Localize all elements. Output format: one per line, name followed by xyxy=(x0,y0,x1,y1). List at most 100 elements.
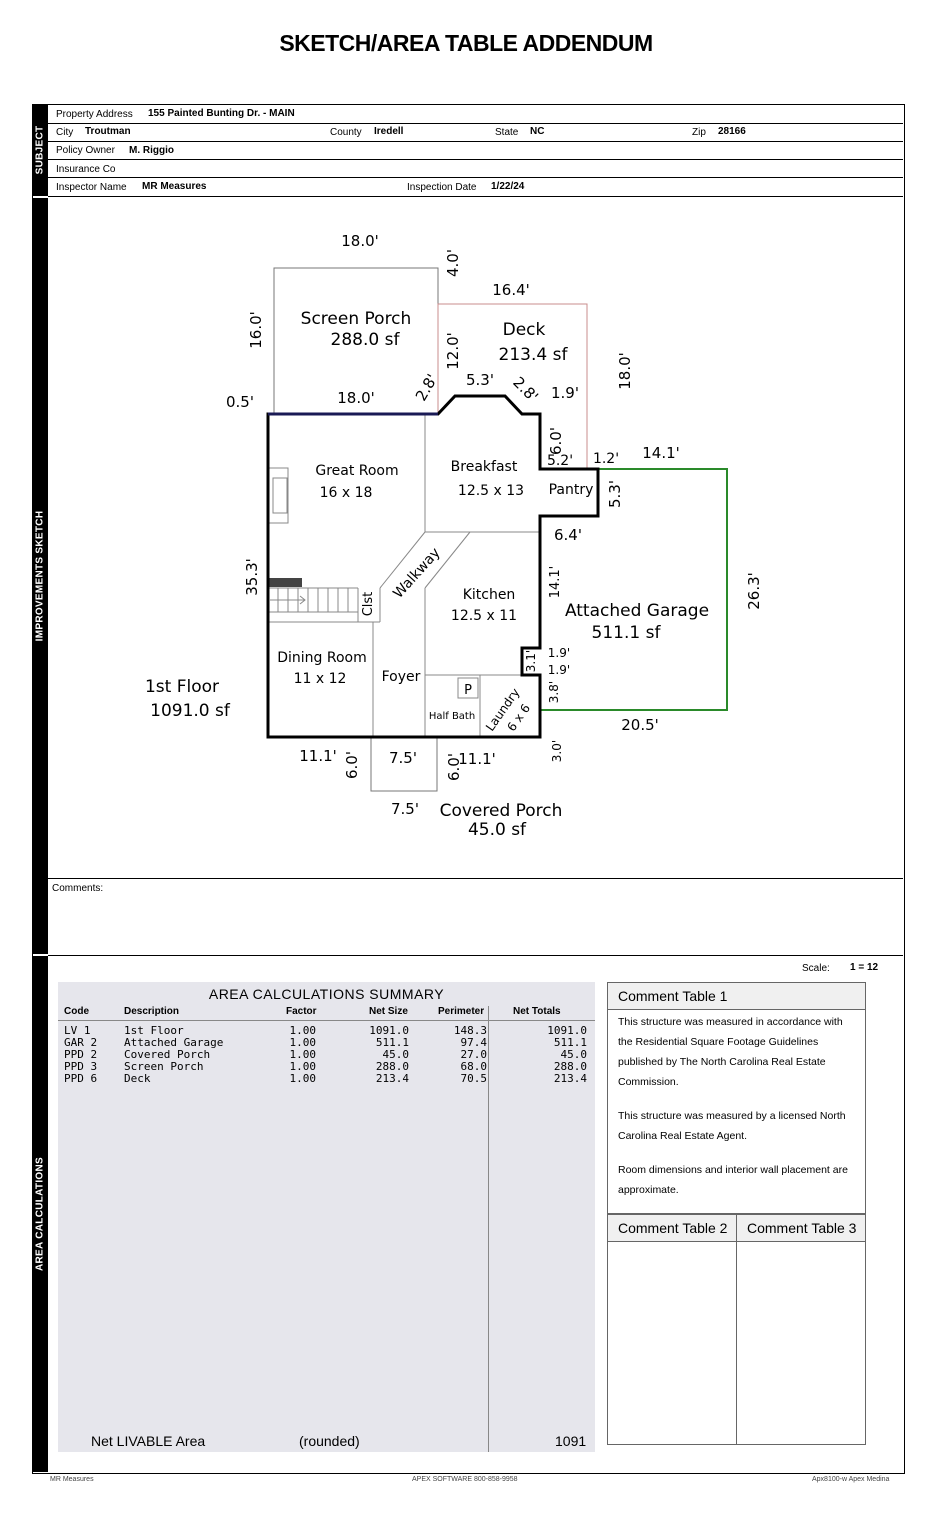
dim-label: 6.4' xyxy=(554,526,582,544)
insurance-label: Insurance Co xyxy=(56,164,116,175)
area-calculations-summary: AREA CALCULATIONS SUMMARY Code Descripti… xyxy=(58,982,595,1452)
county-label: County xyxy=(330,127,362,138)
dim-label: 14.1' xyxy=(642,444,680,462)
foyer-label: Foyer xyxy=(382,669,421,685)
dim-label: 18.0' xyxy=(616,352,634,390)
comment-table-3-title: Comment Table 3 xyxy=(737,1215,865,1242)
dim-label: 5.2' xyxy=(547,453,573,469)
area-row: GAR 2 Attached Garage 1.00 511.1 97.4 51… xyxy=(64,1036,587,1049)
screen-porch-label: Screen Porch xyxy=(301,309,412,329)
col-description: Description xyxy=(124,1006,180,1017)
dim-label: 35.3' xyxy=(243,558,261,596)
inspection-date-value: 1/22/24 xyxy=(491,181,525,192)
breakfast-label: Breakfast xyxy=(451,459,518,475)
deck-area: 213.4 sf xyxy=(499,345,569,365)
comment-paragraph: This structure was measured by a license… xyxy=(618,1110,846,1142)
inspector-value: MR Measures xyxy=(142,181,207,192)
dim-label: 5.3' xyxy=(466,371,494,389)
comment-paragraph: This structure was measured in accordanc… xyxy=(618,1016,843,1088)
col-factor: Factor xyxy=(286,1006,317,1017)
deck-label: Deck xyxy=(503,320,546,340)
dim-label: 2.8' xyxy=(509,373,542,406)
city-label: City xyxy=(56,127,74,138)
subject-section-tab: SUBJECT xyxy=(32,104,48,196)
property-address-label: Property Address xyxy=(56,109,133,120)
comment-table-2-title: Comment Table 2 xyxy=(608,1215,736,1242)
area-section-tab: AREA CALCULATIONS xyxy=(32,956,48,1472)
comment-paragraph: Room dimensions and interior wall placem… xyxy=(618,1164,848,1196)
dim-label: 11.1' xyxy=(458,750,496,768)
state-label: State xyxy=(495,127,519,138)
first-floor-outline xyxy=(266,394,600,739)
dim-label: 0.5' xyxy=(226,393,254,411)
county-value: Iredell xyxy=(374,126,404,137)
dim-label: 11.1' xyxy=(299,747,337,765)
area-row: PPD 6 Deck 1.00 213.4 70.5 213.4 xyxy=(64,1072,587,1085)
great-room-size: 16 x 18 xyxy=(320,485,373,501)
comment-table-1-title: Comment Table 1 xyxy=(608,983,865,1010)
net-livable-value: 1091 xyxy=(555,1433,587,1449)
dim-label: 16.0' xyxy=(247,311,265,349)
dim-label: 7.5' xyxy=(389,749,417,767)
floor-area: 1091.0 sf xyxy=(150,701,231,721)
dim-label: 14.1' xyxy=(548,566,563,599)
area-row: PPD 2 Covered Porch 1.00 45.0 27.0 45.0 xyxy=(64,1048,587,1061)
col-net-totals: Net Totals xyxy=(513,1006,561,1017)
comments-label: Comments: xyxy=(52,883,104,894)
dim-label: 3.8' xyxy=(547,681,561,703)
garage-area: 511.1 sf xyxy=(592,623,662,643)
dim-label: 1.9' xyxy=(548,663,570,677)
dim-label: 2.8' xyxy=(412,371,442,404)
inspector-label: Inspector Name xyxy=(56,182,127,193)
breakfast-size: 12.5 x 13 xyxy=(458,483,524,499)
dim-label: 20.5' xyxy=(621,716,659,734)
col-code: Code xyxy=(64,1006,89,1017)
dim-label: 7.5' xyxy=(391,800,419,818)
zip-label: Zip xyxy=(692,127,706,138)
dim-label: 18.0' xyxy=(341,232,379,250)
dim-label: 3.1' xyxy=(524,650,538,672)
footer-center: APEX SOFTWARE 800-858-9958 xyxy=(412,1476,518,1483)
comment-table-1: Comment Table 1 This structure was measu… xyxy=(607,982,866,1214)
dim-label: 3.0' xyxy=(550,740,564,762)
dim-label: 1.9' xyxy=(551,384,579,402)
garage-label: Attached Garage xyxy=(565,601,709,621)
sketch-section-tab: IMPROVEMENTS SKETCH xyxy=(32,198,48,954)
half-bath-label: Half Bath xyxy=(429,711,475,722)
property-address-value: 155 Painted Bunting Dr. - MAIN xyxy=(148,108,295,119)
kitchen-label: Kitchen xyxy=(463,587,516,603)
rounded-label: (rounded) xyxy=(299,1433,360,1449)
dim-label: 1.9' xyxy=(548,646,570,660)
comment-table-3: Comment Table 3 xyxy=(736,1214,866,1445)
dim-label: 18.0' xyxy=(337,389,375,407)
inspection-date-label: Inspection Date xyxy=(407,182,477,193)
area-summary-heading: AREA CALCULATIONS SUMMARY xyxy=(208,986,445,1002)
net-livable-label: Net LIVABLE Area xyxy=(91,1433,206,1449)
city-value: Troutman xyxy=(85,126,131,137)
kitchen-size: 12.5 x 11 xyxy=(451,608,517,624)
zip-value: 28166 xyxy=(718,126,746,137)
covered-porch-area: 45.0 sf xyxy=(468,820,527,840)
closet-label: Clst xyxy=(361,592,376,617)
col-net-size: Net Size xyxy=(369,1006,408,1017)
dim-label: 6.0' xyxy=(343,751,361,779)
state-value: NC xyxy=(530,126,545,137)
dim-label: 16.4' xyxy=(492,281,530,299)
dim-label: 6.0' xyxy=(547,427,565,455)
dim-label: 5.3' xyxy=(606,480,624,508)
dining-room-size: 11 x 12 xyxy=(294,671,347,687)
floor-plan-sketch: Screen Porch 288.0 sf Deck 213.4 sf Atta… xyxy=(145,232,763,840)
page-title: SKETCH/AREA TABLE ADDENDUM xyxy=(279,30,653,56)
policy-owner-value: M. Riggio xyxy=(129,145,174,156)
policy-owner-label: Policy Owner xyxy=(56,145,115,156)
dim-label: 6.0' xyxy=(445,753,463,781)
dim-label: 1.2' xyxy=(593,451,619,467)
dim-label: 12.0' xyxy=(444,332,462,370)
area-row: LV 1 1st Floor 1.00 1091.0 148.3 1091.0 xyxy=(64,1024,587,1037)
walkway-label: Walkway xyxy=(390,545,443,602)
scale-value: 1 = 12 xyxy=(850,962,879,973)
scale-label: Scale: xyxy=(802,963,830,974)
footer-right: Apx8100-w Apex Medina xyxy=(812,1476,890,1483)
area-row: PPD 3 Screen Porch 1.00 288.0 68.0 288.0 xyxy=(64,1060,587,1073)
covered-porch-label: Covered Porch xyxy=(440,801,563,821)
